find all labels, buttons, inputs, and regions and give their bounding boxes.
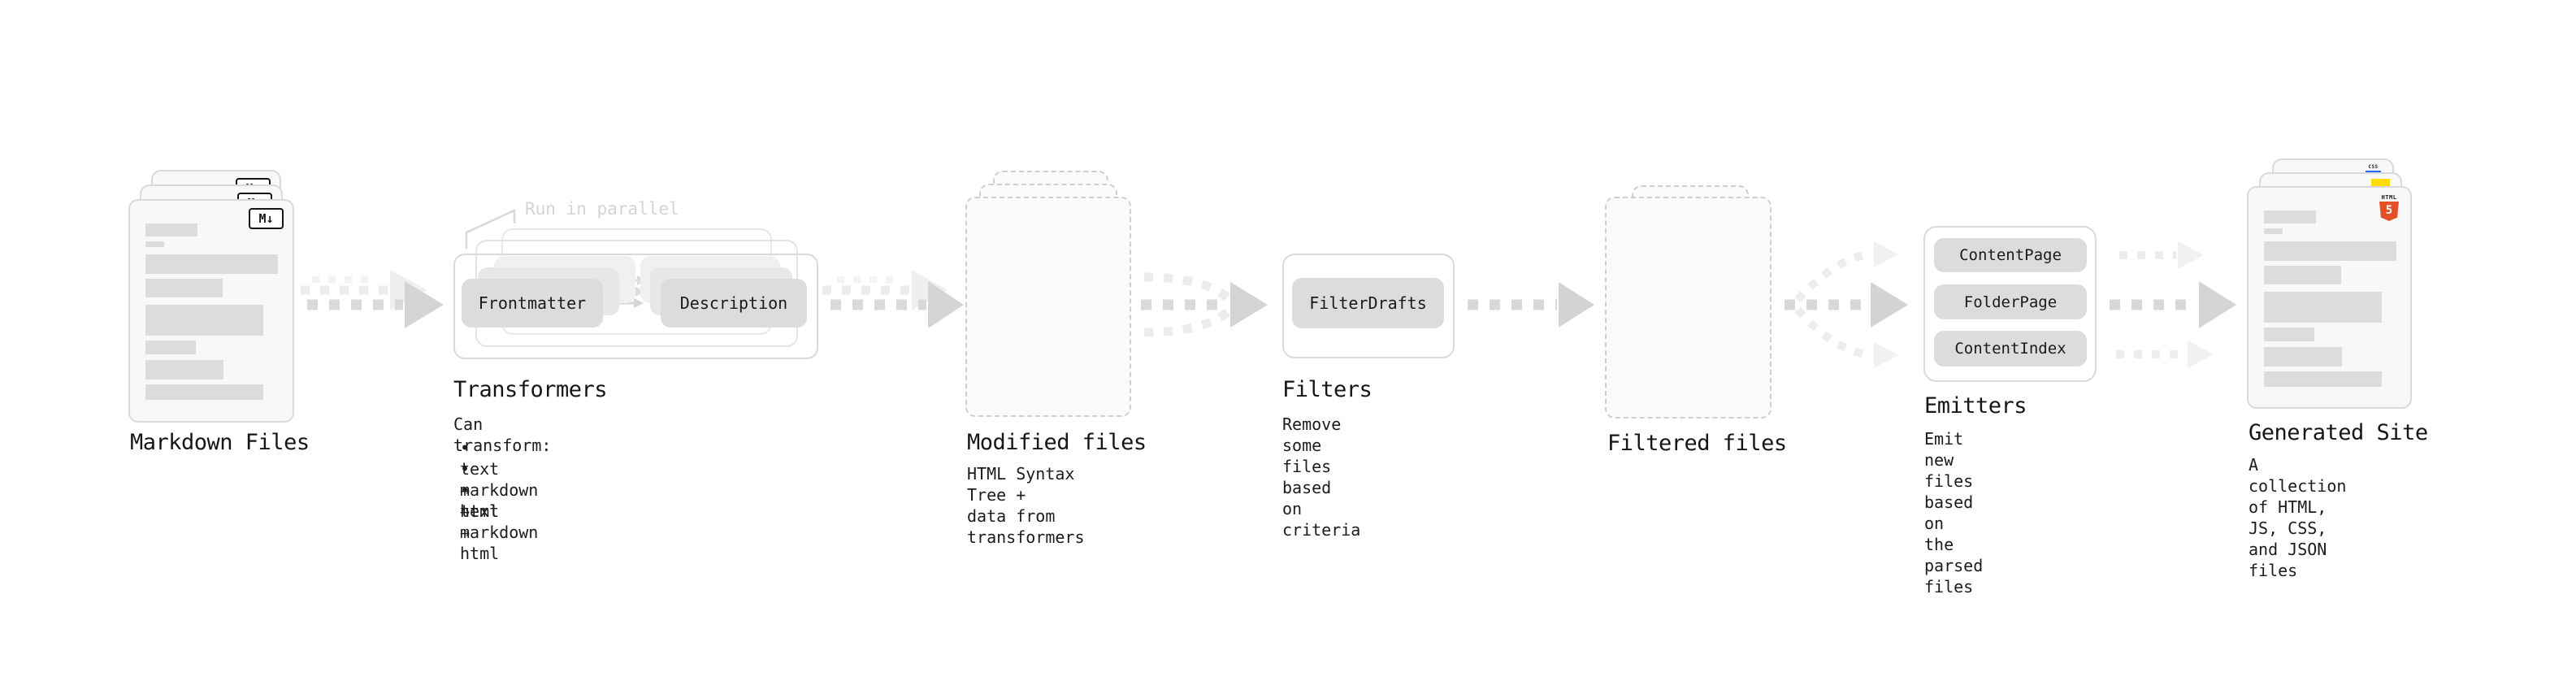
transformers-title: Transformers: [453, 377, 608, 402]
arrow-filtered-to-emitters: [1785, 241, 1908, 368]
emitter-node-contentindex: ContentIndex: [1934, 331, 2087, 367]
filtered-files-label: Filtered files: [1607, 431, 1787, 456]
transformer-node-frontmatter: Frontmatter: [462, 279, 603, 327]
filters-box: [1282, 254, 1455, 358]
generated-site-note: A collection of HTML, JS, CSS, and JSON …: [2249, 455, 2347, 580]
html5-icon-word: HTML: [2381, 194, 2397, 201]
transformers-note-item: • html → html: [460, 480, 500, 563]
arrow-modified-to-filters: [1141, 272, 1268, 337]
arrow-emitters-to-generated: [2110, 241, 2236, 368]
css-icon-label: CSS: [2368, 164, 2379, 170]
js-icon: [2371, 179, 2390, 186]
filter-node-filterdrafts: FilterDrafts: [1292, 278, 1444, 328]
markdown-icon: M↓: [249, 208, 284, 229]
filtered-file-card-front: [1605, 197, 1772, 419]
emitters-title: Emitters: [1924, 393, 2027, 419]
arrow-markdown-to-transformers: [301, 270, 444, 328]
transformers-note-item: • text → text: [460, 438, 500, 521]
emitter-node-contentpage: ContentPage: [1934, 238, 2087, 272]
transformer-node-description: Description: [661, 279, 807, 327]
css-icon-bar: [2366, 171, 2381, 173]
modified-files-note: HTML Syntax Tree + data from transformer…: [967, 464, 1085, 547]
generated-file-card-front: HTML 5: [2247, 186, 2412, 409]
emitters-note: Emit new files based on the parsed files: [1924, 429, 1984, 596]
modified-files-label: Modified files: [967, 430, 1147, 455]
emitters-box: [1923, 226, 2097, 382]
arrow-filters-to-filtered: [1468, 282, 1594, 327]
markdown-file-card-front: M↓: [128, 199, 294, 423]
html5-icon-number: 5: [2385, 204, 2393, 217]
transformers-note-title: Can transform:: [453, 414, 552, 455]
generated-site-label: Generated Site: [2249, 420, 2428, 445]
transformers-note-item: • markdown → markdown: [460, 459, 539, 542]
html5-icon: HTML 5: [2379, 194, 2399, 221]
run-in-parallel-annotation: Run in parallel: [525, 199, 679, 219]
run-in-parallel-callout: [465, 209, 516, 249]
filters-note: Remove some files based on criteria: [1282, 414, 1361, 540]
emitter-node-folderpage: FolderPage: [1934, 284, 2087, 319]
html5-icon-shield: 5: [2379, 202, 2399, 221]
arrow-transformers-to-modified: [822, 270, 964, 328]
css-icon: CSS: [2366, 164, 2381, 173]
transformer-box: [453, 254, 818, 359]
filters-title: Filters: [1282, 377, 1373, 402]
markdown-files-label: Markdown Files: [130, 430, 310, 455]
modified-file-card-front: [965, 197, 1131, 417]
